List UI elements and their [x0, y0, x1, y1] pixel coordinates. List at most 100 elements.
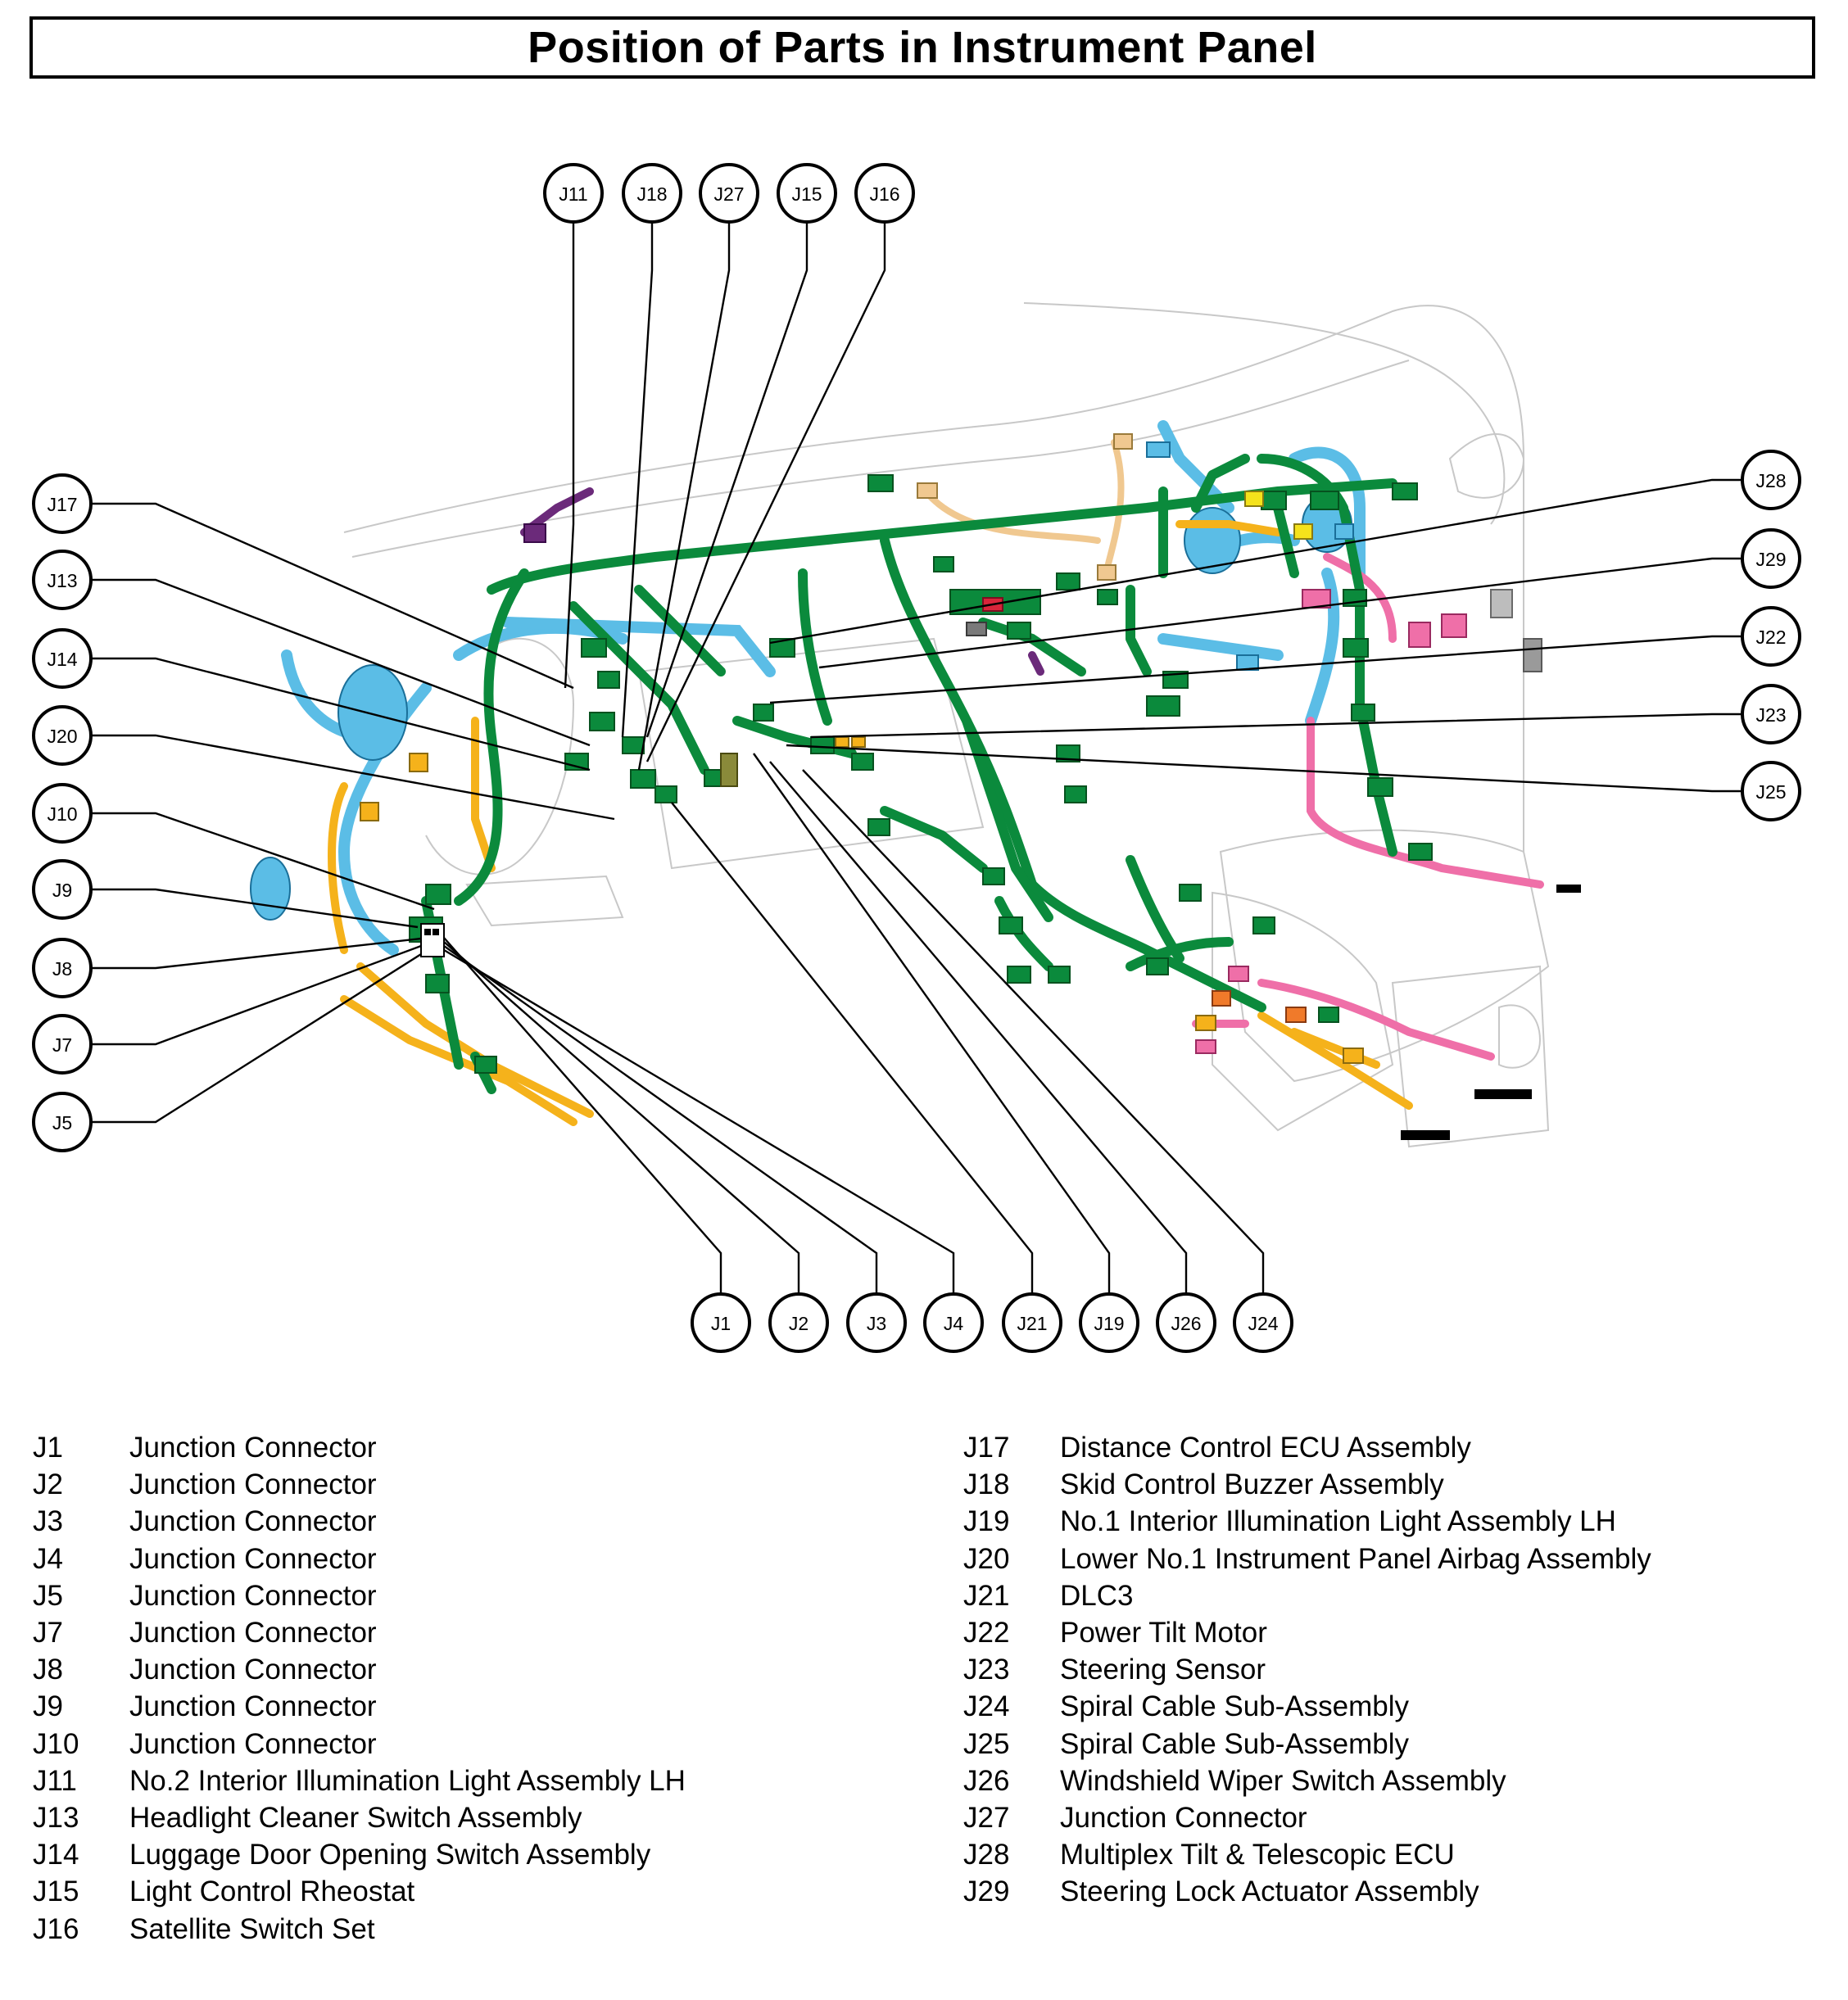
legend-code: J15 — [33, 1876, 79, 1908]
legend-code: J16 — [33, 1912, 79, 1945]
svg-text:J26: J26 — [1171, 1313, 1201, 1334]
colored-connectors — [360, 433, 1581, 1140]
svg-text:J21: J21 — [1017, 1313, 1047, 1334]
instrument-panel-diagram: J11 J18 J27 J15 J16 J17 J13 J14 J20 J10 … — [32, 163, 1801, 1353]
callout-j10: J10 — [32, 783, 93, 844]
legend-code: J22 — [963, 1617, 1010, 1649]
svg-text:J16: J16 — [869, 183, 899, 205]
svg-text:J20: J20 — [47, 726, 77, 747]
legend-item: J19 No.1 Interior Illumination Light Asse… — [963, 1503, 1651, 1540]
svg-text:J8: J8 — [52, 958, 72, 980]
legend-code: J8 — [33, 1654, 63, 1686]
callout-j3: J3 — [846, 1292, 907, 1353]
legend-code: J21 — [963, 1579, 1010, 1612]
legend-code: J3 — [33, 1505, 63, 1538]
callout-j5: J5 — [32, 1092, 93, 1152]
legend-label: Luggage Door Opening Switch Assembly — [129, 1839, 651, 1871]
legend-code: J19 — [963, 1505, 1010, 1538]
legend-label: Junction Connector — [129, 1654, 377, 1686]
legend-item: J17 Distance Control ECU Assembly — [963, 1429, 1651, 1466]
legend-code: J7 — [33, 1617, 63, 1649]
svg-text:J13: J13 — [47, 570, 77, 591]
junction-block — [420, 923, 445, 957]
legend-label: Light Control Rheostat — [129, 1876, 415, 1908]
svg-text:J29: J29 — [1755, 549, 1786, 570]
svg-text:J5: J5 — [52, 1112, 72, 1133]
svg-text:J4: J4 — [944, 1313, 964, 1334]
svg-text:J15: J15 — [791, 183, 822, 205]
legend-code: J13 — [33, 1802, 79, 1835]
legend-label: Junction Connector — [129, 1617, 377, 1649]
callout-j15: J15 — [777, 163, 837, 224]
callout-j28: J28 — [1741, 450, 1801, 510]
legend-code: J18 — [963, 1468, 1010, 1501]
svg-text:J11: J11 — [559, 183, 587, 205]
legend-label: Junction Connector — [129, 1690, 377, 1723]
legend-code: J24 — [963, 1690, 1010, 1723]
legend-item: J18 Skid Control Buzzer Assembly — [963, 1466, 1651, 1503]
green-connectors — [409, 474, 1433, 1074]
callout-j25: J25 — [1741, 761, 1801, 821]
callouts-bottom: J1 J2 J3 J4 J21 J19 J26 J24 — [691, 1292, 1293, 1353]
legend-label: Steering Lock Actuator Assembly — [1060, 1876, 1479, 1908]
svg-text:J24: J24 — [1248, 1313, 1278, 1334]
legend-label: Spiral Cable Sub-Assembly — [1060, 1690, 1410, 1723]
legend-label: Junction Connector — [129, 1579, 377, 1612]
legend-code: J26 — [963, 1764, 1010, 1797]
legend-label: Junction Connector — [129, 1468, 377, 1501]
svg-text:J7: J7 — [52, 1034, 72, 1056]
svg-text:J28: J28 — [1755, 470, 1786, 491]
legend-label: Spiral Cable Sub-Assembly — [1060, 1727, 1410, 1760]
legend-item: J3 Junction Connector — [33, 1503, 686, 1540]
legend-code: J11 — [33, 1764, 77, 1797]
callout-j29: J29 — [1741, 528, 1801, 589]
legend-label: Junction Connector — [129, 1432, 377, 1464]
svg-text:J14: J14 — [47, 649, 77, 670]
legend-label: No.2 Interior Illumination Light Assembl… — [129, 1764, 686, 1797]
legend-item: J24 Spiral Cable Sub-Assembly — [963, 1688, 1651, 1725]
svg-text:J2: J2 — [789, 1313, 808, 1334]
legend-code: J9 — [33, 1690, 63, 1723]
legend-label: No.1 Interior Illumination Light Assembl… — [1060, 1505, 1616, 1538]
legend-code: J29 — [963, 1876, 1010, 1908]
legend-code: J28 — [963, 1839, 1010, 1871]
svg-text:J1: J1 — [711, 1313, 731, 1334]
svg-text:J25: J25 — [1755, 781, 1786, 803]
callout-j11: J11 — [543, 163, 604, 224]
legend-label: Multiplex Tilt & Telescopic ECU — [1060, 1839, 1455, 1871]
legend-label: Junction Connector — [129, 1505, 377, 1538]
legend-label: Distance Control ECU Assembly — [1060, 1432, 1471, 1464]
legend-code: J10 — [33, 1727, 79, 1760]
callout-j7: J7 — [32, 1014, 93, 1075]
legend-label: Satellite Switch Set — [129, 1912, 375, 1945]
pink-harness — [1192, 553, 1544, 1061]
dashboard-outline — [343, 302, 1550, 1148]
callout-j24: J24 — [1233, 1292, 1293, 1353]
legend-label: Headlight Cleaner Switch Assembly — [129, 1802, 582, 1835]
page-title-box: Position of Parts in Instrument Panel — [29, 16, 1815, 79]
legend-code: J17 — [963, 1432, 1010, 1464]
legend-label: Windshield Wiper Switch Assembly — [1060, 1764, 1506, 1797]
svg-text:J10: J10 — [47, 803, 77, 825]
svg-text:J22: J22 — [1755, 627, 1786, 648]
main-green-harness — [421, 454, 1397, 1094]
legend-label: Junction Connector — [129, 1542, 377, 1575]
callout-j16: J16 — [854, 163, 915, 224]
legend-item: J7 Junction Connector — [33, 1614, 686, 1651]
legend-item: J13 Headlight Cleaner Switch Assembly — [33, 1799, 686, 1836]
callouts-right: J28 J29 J22 J23 J25 — [1741, 450, 1801, 821]
legend-label: DLC3 — [1060, 1579, 1134, 1612]
svg-text:J27: J27 — [713, 183, 744, 205]
svg-text:J18: J18 — [636, 183, 667, 205]
legend-label: Skid Control Buzzer Assembly — [1060, 1468, 1444, 1501]
legend-item: J8 Junction Connector — [33, 1651, 686, 1688]
svg-text:J23: J23 — [1755, 704, 1786, 726]
legend-label: Junction Connector — [1060, 1802, 1307, 1835]
